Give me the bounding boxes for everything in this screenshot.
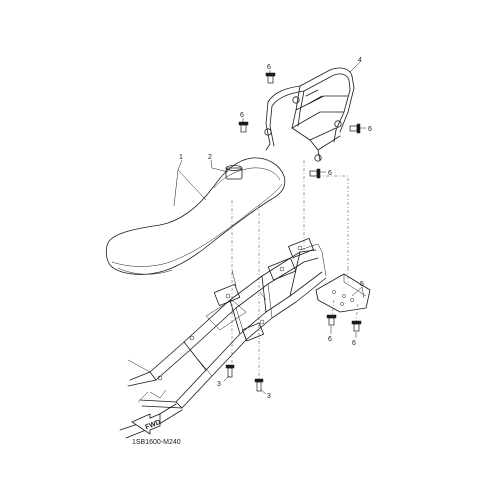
bolt-3-b[interactable] — [254, 378, 264, 392]
callout-4: 4 — [358, 57, 362, 64]
bolt-6-lower-b[interactable] — [351, 320, 362, 332]
seat-hook[interactable] — [225, 165, 243, 180]
callout-6-lower-a: 6 — [328, 336, 332, 343]
bracket[interactable] — [315, 273, 371, 313]
bolt-6-right[interactable] — [349, 123, 361, 134]
seat[interactable] — [105, 157, 286, 275]
callout-6-lower-b: 6 — [352, 340, 356, 347]
bolt-6-lower-a[interactable] — [326, 314, 337, 326]
bolt-6-mid[interactable] — [309, 168, 321, 179]
callout-5: 5 — [360, 281, 364, 288]
bolt-6-top[interactable] — [265, 72, 276, 84]
bolt-6-left[interactable] — [238, 121, 249, 133]
callout-3-a: 3 — [217, 381, 221, 388]
assembly-lines — [231, 160, 359, 382]
callout-1: 1 — [179, 154, 183, 161]
bolt-3-a[interactable] — [225, 364, 235, 378]
leader-lines — [173, 61, 366, 395]
rear-frame[interactable] — [119, 237, 327, 439]
callout-6-right: 6 — [368, 126, 372, 133]
callout-6-left: 6 — [240, 112, 244, 119]
callout-6-top: 6 — [267, 64, 271, 71]
fwd-arrow-icon: FWD — [131, 413, 162, 435]
callout-2: 2 — [208, 154, 212, 161]
callouts: 1 2 4 5 6 6 6 6 6 6 3 3 — [179, 57, 372, 400]
drawing-code: 1SB1600-M240 — [132, 439, 181, 446]
callout-3-b: 3 — [267, 393, 271, 400]
grab-bar[interactable] — [264, 67, 355, 162]
callout-6-mid: 6 — [328, 170, 332, 177]
